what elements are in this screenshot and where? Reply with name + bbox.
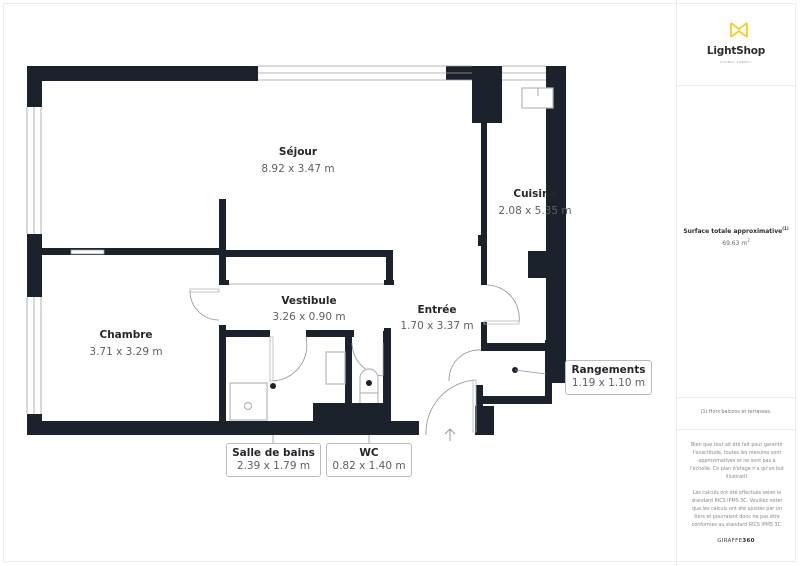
footnote-text: (1) Hors balcons et terrasses.	[700, 410, 772, 415]
disclaimer-accuracy: Bien que tout ait été fait pour garantir…	[689, 443, 785, 480]
logo-text: LightShop	[706, 45, 766, 57]
room-name-salle-de-bains: Salle de bains	[232, 447, 315, 459]
page-frame	[3, 3, 796, 562]
room-dims-chambre: 3.71 x 3.29 m	[89, 346, 162, 358]
fixture-dots	[270, 367, 518, 389]
room-name-cuisine: Cuisine	[513, 188, 556, 200]
room-dims-vestibule: 3.26 x 0.90 m	[272, 311, 345, 323]
logo-subtitle: GLOBAL AGENCY	[720, 60, 752, 64]
room-name-rangements: Rangements	[571, 364, 646, 376]
room-dims-salle-de-bains: 2.39 x 1.79 m	[236, 460, 311, 472]
windows	[26, 65, 546, 414]
callout-salle-de-bains: Salle de bains 2.39 x 1.79 m	[226, 443, 321, 477]
room-dims-rangements: 1.19 x 1.10 m	[571, 377, 646, 389]
entrance-arrow-icon	[444, 428, 456, 441]
room-dims-entree: 1.70 x 3.37 m	[400, 320, 473, 332]
room-name-chambre: Chambre	[99, 329, 152, 341]
room-name-entree: Entrée	[417, 304, 456, 316]
surface-section: Surface totale approximative(1) 69.63 m2	[677, 86, 795, 398]
callout-rangements: Rangements 1.19 x 1.10 m	[565, 360, 652, 395]
disclaimer-section: Bien que tout ait été fait pour garantir…	[677, 430, 795, 562]
room-name-sejour: Séjour	[279, 146, 318, 158]
footnote-section: (1) Hors balcons et terrasses.	[677, 398, 795, 430]
floor-plan: Séjour 8.92 x 3.47 m Cuisine 2.08 x 5.35…	[26, 65, 572, 443]
surface-value: 69.63 m2	[722, 238, 750, 247]
walls	[27, 66, 566, 435]
disclaimer-rics: Les calculs ont été effectués selon le s…	[691, 491, 783, 528]
room-dims-wc: 0.82 x 1.40 m	[332, 460, 406, 472]
info-sidebar: LightShop GLOBAL AGENCY Surface totale a…	[676, 0, 800, 566]
callout-leaders	[272, 369, 547, 443]
surface-label: Surface totale approximative(1)	[683, 226, 789, 235]
room-name-vestibule: Vestibule	[281, 295, 336, 307]
room-dims-cuisine: 2.08 x 5.35 m	[498, 205, 571, 217]
callout-wc: WC 0.82 x 1.40 m	[326, 443, 412, 477]
provider-brand: GIRAFFE360	[717, 538, 755, 544]
logo-section: LightShop GLOBAL AGENCY	[677, 0, 795, 86]
room-name-wc: WC	[359, 447, 379, 459]
room-dims-sejour: 8.92 x 3.47 m	[261, 163, 334, 175]
lightshop-logo-icon	[730, 22, 748, 38]
